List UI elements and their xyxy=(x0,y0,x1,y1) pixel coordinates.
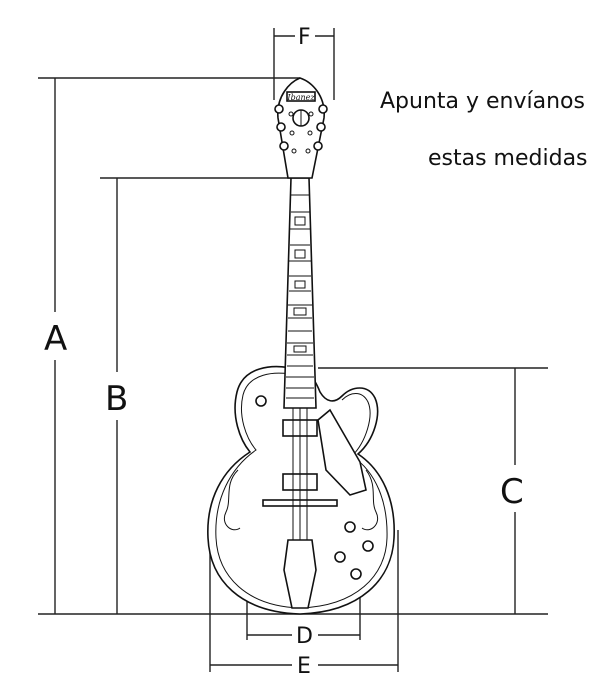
instruction-line-1: Apunta y envíanos xyxy=(380,89,585,114)
dimension-d-label: D xyxy=(296,624,313,649)
dimension-c: C xyxy=(318,367,548,614)
dimension-a: A xyxy=(38,77,300,614)
guitar-neck xyxy=(283,177,317,409)
tailpiece xyxy=(283,539,317,609)
tuner-1 xyxy=(274,104,284,114)
dimension-e: E xyxy=(209,530,399,679)
knob-4 xyxy=(350,568,362,580)
dimension-b-label: B xyxy=(105,379,128,419)
tuner-3 xyxy=(279,141,289,151)
tuner-6 xyxy=(313,141,323,151)
f-hole-left xyxy=(224,469,241,531)
toggle-switch xyxy=(255,395,267,407)
tuner-4 xyxy=(318,104,328,114)
f-hole-right xyxy=(361,469,378,531)
dimension-f: F xyxy=(273,25,335,100)
dimension-f-label: F xyxy=(298,25,311,50)
headstock-logo: Ibanez xyxy=(286,93,315,102)
headstock-logo-plate xyxy=(286,91,316,102)
pickguard xyxy=(317,408,367,496)
dimension-e-label: E xyxy=(297,654,311,679)
dimension-a-label: A xyxy=(44,319,67,359)
knob-1 xyxy=(344,521,356,533)
instruction-line-2: estas medidas xyxy=(428,146,588,171)
tuner-2 xyxy=(276,122,286,132)
knob-2 xyxy=(362,540,374,552)
guitar-headstock: Ibanez xyxy=(274,77,328,179)
knob-3 xyxy=(334,551,346,563)
tuner-5 xyxy=(316,122,326,132)
dimension-c-label: C xyxy=(500,472,524,512)
dimension-b: B xyxy=(100,177,300,614)
guitar-body xyxy=(207,365,395,615)
